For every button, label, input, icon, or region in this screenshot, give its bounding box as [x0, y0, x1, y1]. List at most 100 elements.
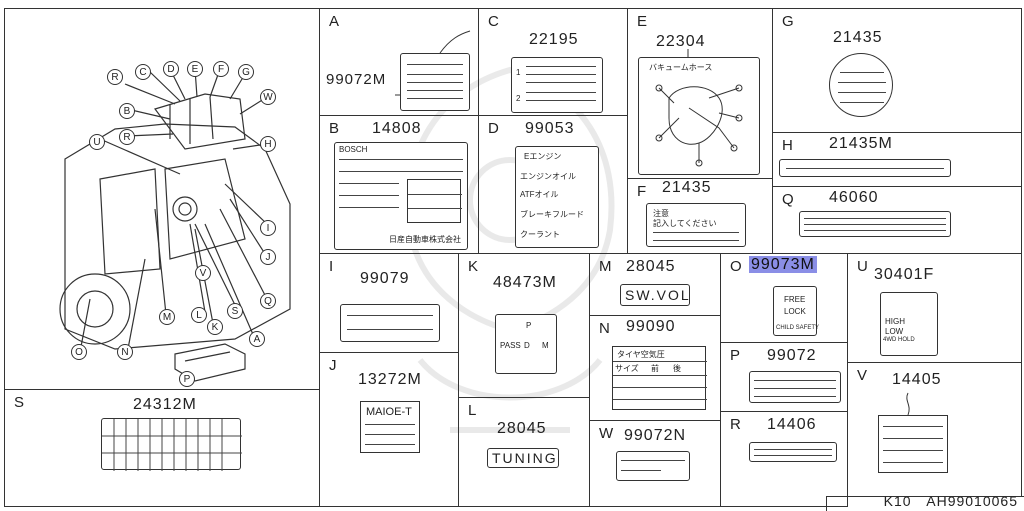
cell-i: I 99079 — [319, 253, 459, 353]
callout-g: G — [238, 64, 254, 80]
label-text: CHILD SAFETY — [776, 325, 820, 331]
part-number: 22304 — [656, 33, 706, 50]
cell-letter: V — [857, 367, 868, 384]
label-text: 注意 — [653, 209, 669, 218]
cell-letter: G — [782, 13, 794, 30]
label-text: 前 — [651, 364, 659, 373]
cell-v: V 14405 — [847, 362, 1022, 497]
part-number: 99072 — [767, 347, 817, 364]
label-text: HIGH — [885, 317, 905, 326]
cell-letter: A — [329, 13, 340, 30]
cell-letter: O — [730, 258, 742, 275]
part-number: 30401F — [874, 266, 935, 283]
cell-n: N 99090 タイヤ空気圧 サイズ 前 後 — [589, 315, 721, 421]
cell-m: M 28045 SW.VOL — [589, 253, 721, 316]
part-number: 46060 — [829, 189, 879, 206]
part-number: 28045 — [626, 258, 676, 275]
cell-letter: R — [730, 416, 741, 433]
callout-o: O — [71, 344, 87, 360]
cell-letter: F — [637, 183, 647, 200]
label-v-tag — [878, 415, 948, 473]
part-number: 14406 — [767, 416, 817, 433]
label-p — [749, 371, 841, 403]
label-text: BOSCH — [339, 145, 368, 154]
cell-letter: U — [857, 258, 868, 275]
cell-letter: D — [488, 120, 499, 137]
label-text: バキュームホース — [649, 63, 713, 72]
label-k-shift: PASS D M P — [495, 314, 557, 374]
grid-label — [101, 418, 242, 471]
label-o-child-lock: FREE LOCK CHILD SAFETY — [773, 286, 820, 336]
label-text: 後 — [673, 364, 681, 373]
callout-a: A — [249, 331, 265, 347]
part-number: 13272M — [358, 371, 422, 388]
callout-k: K — [207, 319, 223, 335]
callout-d: D — [163, 61, 179, 77]
label-u-4wd: HIGH LOW 4WD HOLD — [880, 292, 938, 356]
vehicle-diagram-cell: R C D E F G W B R U H I J Q A S K L V M … — [4, 8, 320, 390]
part-number: 14808 — [372, 120, 422, 137]
cell-letter: Q — [782, 191, 794, 208]
callout-v: V — [195, 265, 211, 281]
part-number: 21435M — [829, 135, 893, 152]
part-number: 48473M — [493, 274, 557, 291]
label-text: Eエンジン — [524, 152, 562, 161]
label-text: ATFオイル — [520, 190, 559, 199]
cell-j: J 13272M MAIOE-T — [319, 352, 459, 507]
cell-letter: H — [782, 137, 793, 154]
cell-o: O 99073M FREE LOCK CHILD SAFETY — [720, 253, 848, 343]
callout-e: E — [187, 61, 203, 77]
highlighted-part-number[interactable]: 99073M — [749, 256, 817, 273]
cell-letter: W — [599, 425, 614, 442]
label-a — [400, 53, 470, 111]
label-text: TUNING — [492, 450, 558, 466]
label-text: クーラント — [520, 230, 560, 239]
part-number: 99072N — [624, 427, 687, 444]
label-g-round — [829, 53, 893, 117]
label-text: LOCK — [784, 307, 806, 316]
cell-h: H 21435M — [772, 132, 1022, 187]
label-q — [799, 211, 951, 237]
label-num: 2 — [516, 94, 521, 103]
cell-d: D 99053 Eエンジン エンジンオイル ATFオイル ブレーキフルード クー… — [478, 115, 628, 254]
cell-w: W 99072N — [589, 420, 721, 507]
label-text: MAIOE-T — [366, 406, 412, 418]
part-number: 22195 — [529, 31, 579, 48]
cell-letter: N — [599, 320, 610, 337]
cell-letter: B — [329, 120, 340, 137]
cell-letter: K — [468, 258, 479, 275]
label-text: P — [526, 321, 532, 330]
callout-m: M — [159, 309, 175, 325]
cell-letter: I — [329, 258, 334, 275]
cell-letter: E — [637, 13, 648, 30]
label-text: PASS — [500, 341, 521, 350]
part-number: 99090 — [626, 318, 676, 335]
label-m: SW.VOL — [620, 284, 690, 306]
part-number: 99079 — [360, 270, 410, 287]
label-w — [616, 451, 690, 481]
label-text: 記入してください — [653, 219, 717, 228]
callout-f: F — [213, 61, 229, 77]
callout-w: W — [260, 89, 276, 105]
label-text: SW.VOL — [625, 287, 691, 303]
footer-box — [826, 496, 1024, 511]
callout-r: R — [107, 69, 123, 85]
cell-b: B 14808 BOSCH 日産自動車株式会社 — [319, 115, 479, 254]
callout-s: S — [227, 303, 243, 319]
label-text: サイズ — [615, 364, 639, 373]
callout-l: L — [191, 307, 207, 323]
callout-i: I — [260, 220, 276, 236]
cell-s: S 24312M — [4, 389, 320, 507]
part-number: 99072M — [326, 71, 387, 88]
label-n-tire: タイヤ空気圧 サイズ 前 後 — [612, 346, 707, 410]
label-e-vacuum-diagram: バキュームホース — [638, 57, 760, 175]
cell-l: L 28045 TUNING — [458, 397, 590, 507]
part-number: 14405 — [892, 371, 942, 388]
label-text: タイヤ空気圧 — [617, 350, 665, 359]
cell-letter: L — [468, 402, 477, 419]
label-text: LOW — [885, 327, 904, 336]
cell-g: G 21435 — [772, 8, 1022, 133]
cell-u: U 30401F HIGH LOW 4WD HOLD — [847, 253, 1022, 363]
footer: K10 AH99010065 — [884, 493, 1018, 509]
cell-letter: M — [599, 258, 612, 275]
